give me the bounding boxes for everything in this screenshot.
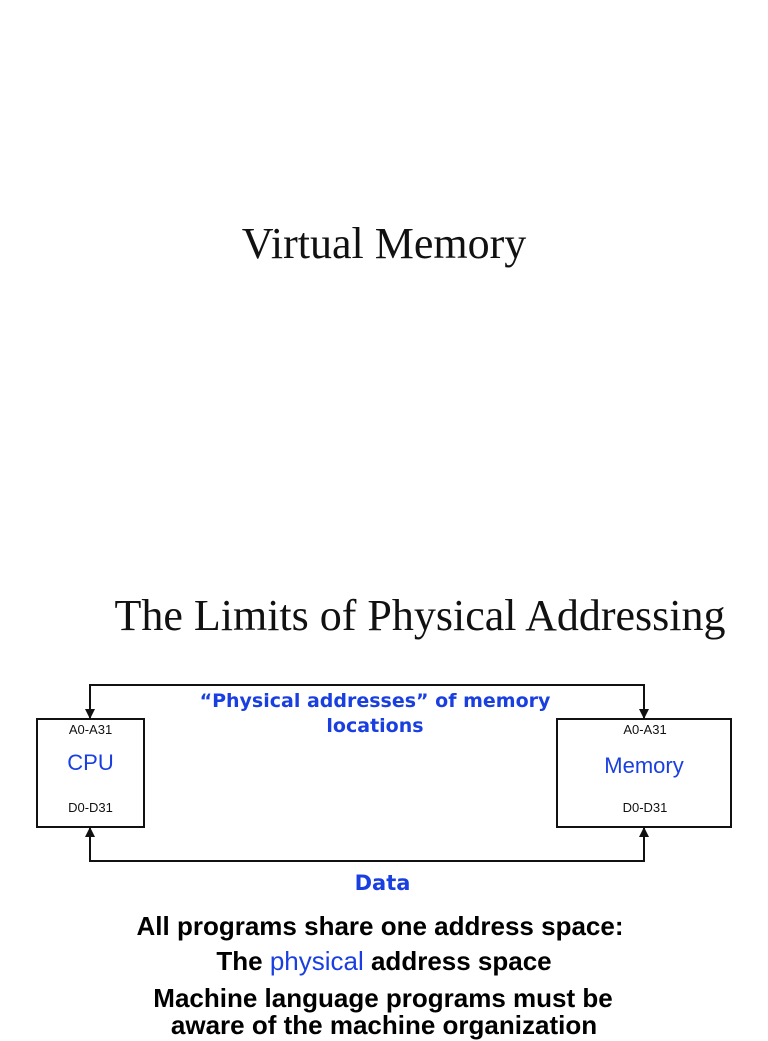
body-line-2-suffix: address space: [363, 946, 552, 976]
memory-box: A0-A31 Memory D0-D31: [556, 718, 732, 828]
memory-data-pins: D0-D31: [622, 800, 668, 815]
address-bus-line: [85, 684, 649, 719]
cpu-address-pins: A0-A31: [68, 722, 113, 737]
memory-label: Memory: [604, 753, 684, 778]
body-line-3: Machine language programs must be: [153, 983, 613, 1013]
cpu-data-pins: D0-D31: [68, 800, 113, 815]
memory-address-pins: A0-A31: [623, 722, 667, 737]
slide-title: Virtual Memory: [241, 219, 527, 268]
address-bus-caption: “Physical addresses” of memory locations: [199, 690, 551, 737]
data-bus-line: [85, 827, 649, 862]
body-line-2: The physical address space: [0, 946, 768, 977]
slide-title: The Limits of Physical Addressing: [114, 591, 726, 640]
cpu-box: A0-A31 CPU D0-D31: [36, 718, 145, 828]
body-line-2-prefix: The: [216, 946, 270, 976]
data-bus-caption: Data: [354, 871, 411, 895]
body-line-4: aware of the machine organization: [170, 1010, 598, 1040]
physical-highlight: physical: [269, 946, 364, 976]
cpu-label: CPU: [67, 750, 114, 775]
body-line-1: All programs share one address space:: [136, 911, 624, 941]
